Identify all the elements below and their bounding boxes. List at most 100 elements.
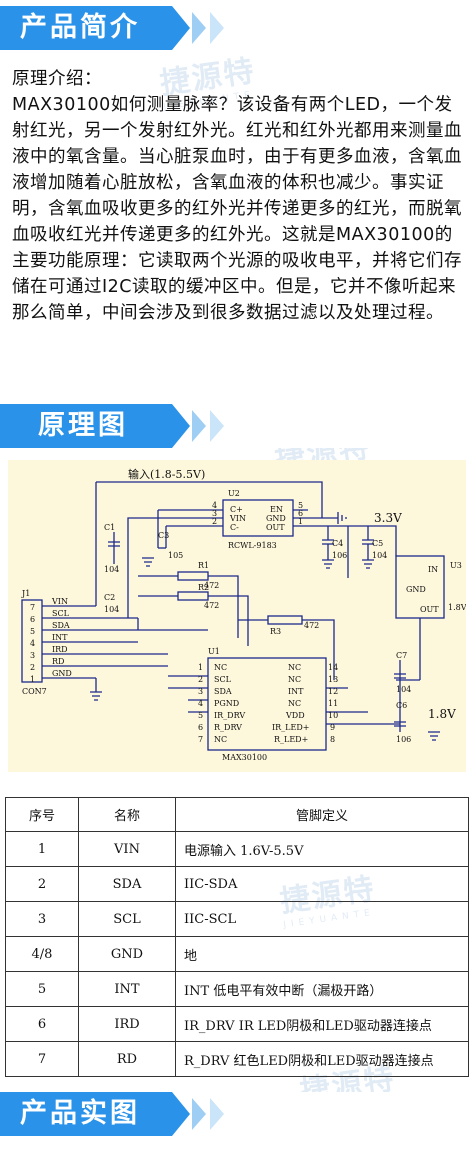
- chevron-decor-icon: [210, 1098, 224, 1130]
- j1-part: CON7: [22, 687, 47, 696]
- table-cell: IIC-SCL: [175, 901, 469, 937]
- table-cell: GND: [78, 936, 176, 972]
- u1-pin-label: IR_DRV: [214, 711, 245, 720]
- section-title: 产品简介: [20, 12, 140, 43]
- u1-pin-num: 12: [328, 687, 338, 696]
- section-title: 产品实图: [20, 1098, 140, 1129]
- table-cell: 3: [5, 901, 79, 937]
- table-cell: SCL: [78, 901, 176, 937]
- table-cell: 地: [175, 936, 469, 972]
- res-ref: R2: [198, 583, 209, 592]
- cap-val: 106: [332, 551, 347, 560]
- j1-pin-num: 4: [30, 639, 35, 648]
- u2-pin-label: EN: [270, 505, 283, 514]
- cap-ref: C3: [158, 531, 169, 540]
- u1-pin-num: 8: [330, 735, 335, 744]
- u1-pin-label: VDD: [285, 711, 305, 720]
- u2-pin-label: C+: [230, 505, 243, 514]
- table-cell: SDA: [78, 866, 176, 902]
- j1-ref: J1: [21, 589, 30, 598]
- table-cell: 7: [5, 1041, 79, 1077]
- u1-pin-num: 1: [198, 663, 203, 672]
- table-cell: IR_DRV IR LED阴极和LED驱动器连接点: [175, 1006, 469, 1042]
- u1-pin-num: 11: [328, 699, 338, 708]
- u2-pin-num: 2: [212, 517, 217, 526]
- table-cell: VIN: [78, 831, 176, 867]
- u3-pin-label: OUT: [420, 605, 439, 614]
- u2-pin-num: 6: [298, 509, 303, 518]
- j1-pin-num: 1: [30, 675, 35, 684]
- u1-pin-label: NC: [214, 663, 227, 672]
- cap-ref: C5: [372, 539, 383, 548]
- net-label: SDA: [52, 621, 70, 630]
- section-title: 原理图: [38, 410, 128, 441]
- table-cell: IIC-SDA: [175, 866, 469, 902]
- net-label: IRD: [52, 645, 68, 654]
- u1-pin-label: NC: [288, 699, 301, 708]
- u1-pin-num: 2: [198, 675, 203, 684]
- table-cell: INT: [78, 971, 176, 1007]
- u3-ref: U3: [450, 561, 462, 570]
- j1-pin-num: 5: [30, 627, 35, 636]
- table-cell: 2: [5, 866, 79, 902]
- banner-bar: [0, 1092, 190, 1136]
- u1-pin-num: 9: [330, 723, 335, 732]
- u1-pin-label: SCL: [214, 675, 232, 684]
- cap-ref: C4: [332, 539, 343, 548]
- input-voltage-label: 输入(1.8-5.5V): [128, 467, 205, 481]
- u1-pin-num: 3: [198, 687, 203, 696]
- u1-pin-label: R_DRV: [214, 723, 242, 732]
- net-label: VIN: [51, 597, 68, 606]
- res-val: 472: [304, 621, 319, 630]
- u2-pin-label: C-: [230, 523, 239, 532]
- section-banner-photos: 产品实图: [0, 1092, 474, 1136]
- net-label: SCL: [52, 609, 70, 618]
- cap-ref: C6: [396, 701, 407, 710]
- u2-pin-label: OUT: [266, 523, 285, 532]
- u1-pin-label: SDA: [214, 687, 232, 696]
- table-cell: INT 低电平有效中断（漏极开路）: [175, 971, 469, 1007]
- u2-part: RCWL-9183: [228, 541, 277, 550]
- cap-val: 104: [104, 605, 119, 614]
- banner-bar: [0, 404, 190, 448]
- cap-ref: C2: [104, 593, 115, 602]
- cap-val: 105: [168, 551, 183, 560]
- u1-pin-label: NC: [288, 663, 301, 672]
- table-cell: 电源输入 1.6V-5.5V: [175, 831, 469, 867]
- u3-side-label: 1.8V: [448, 603, 466, 612]
- u2-pin-num: 4: [212, 501, 217, 510]
- u1-pin-label: PGND: [214, 699, 239, 708]
- intro-heading: 原理介绍：: [12, 69, 102, 89]
- header-cell: 管脚定义: [175, 797, 469, 832]
- u1-pin-num: 14: [328, 663, 338, 672]
- table-cell: 5: [5, 971, 79, 1007]
- j1-pin-num: 3: [30, 651, 35, 660]
- u1-pin-label: INT: [288, 687, 304, 696]
- banner-bar: [0, 6, 190, 50]
- chevron-decor-icon: [192, 12, 206, 44]
- u1-pin-num: 4: [198, 699, 203, 708]
- cap-ref: C7: [396, 651, 407, 660]
- u1-pin-label: R_LED+: [274, 735, 308, 744]
- table-cell: 6: [5, 1006, 79, 1042]
- cap-val: 106: [396, 735, 411, 744]
- chevron-decor-icon: [192, 410, 206, 442]
- res-ref: R1: [198, 561, 209, 570]
- chevron-decor-icon: [210, 410, 224, 442]
- u1-pin-label: NC: [288, 675, 301, 684]
- net-label: GND: [52, 669, 72, 678]
- v18-label: 1.8V: [428, 707, 456, 721]
- j1-pin-num: 6: [30, 615, 35, 624]
- header-cell: 名称: [78, 797, 176, 832]
- j1-pin-num: 2: [30, 663, 35, 672]
- u2-pin-num: 1: [298, 517, 303, 526]
- u1-pin-num: 6: [198, 723, 203, 732]
- j1-pin-num: 7: [30, 603, 35, 612]
